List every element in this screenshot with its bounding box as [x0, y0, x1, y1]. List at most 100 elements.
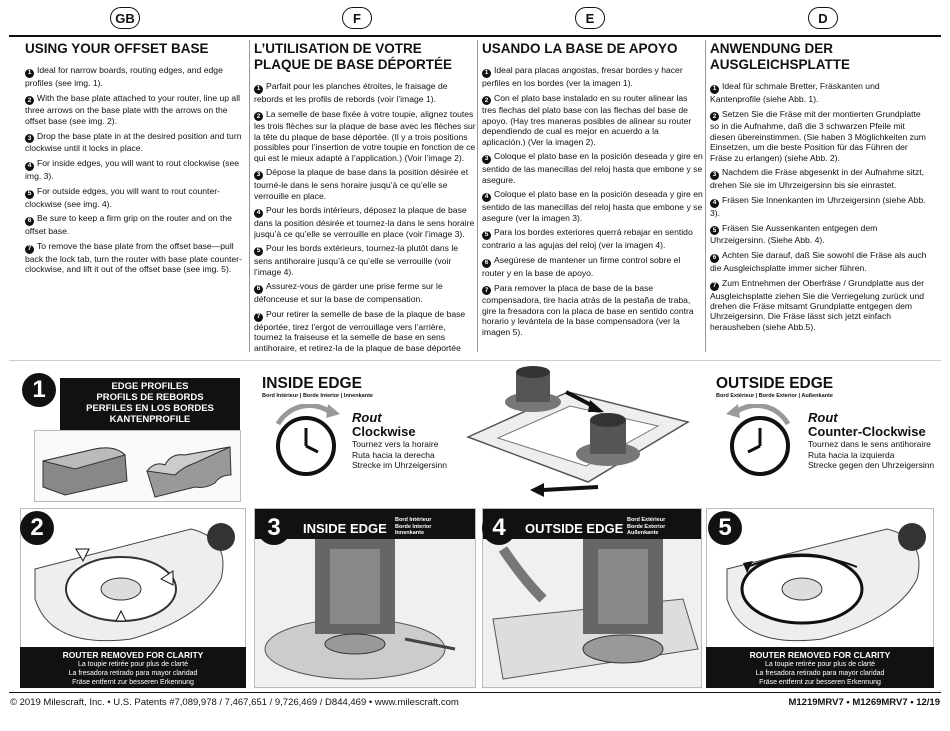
figure-number-5: 5 — [708, 511, 742, 545]
profile-label: PROFILS DE REBORDS — [96, 392, 204, 403]
lang-badge-gb: GB — [110, 7, 140, 29]
step-number-icon: 2 — [254, 112, 263, 122]
step-number-icon: 7 — [710, 281, 719, 291]
lang-badge-d: D — [808, 7, 838, 29]
step-3-subtitle: Bord Intérieur Borde Interior Innenkante — [395, 517, 431, 537]
direction-line: Ruta hacia la izquierda — [808, 449, 895, 460]
footer-rule — [9, 692, 941, 693]
step-number-icon: 1 — [25, 68, 34, 78]
step-number-icon: 5 — [710, 226, 719, 236]
direction-line: Strecke gegen den Uhrzeigersinn — [808, 460, 935, 470]
step-number-icon: 2 — [25, 96, 34, 106]
direction-line: Tournez vers la horaire — [352, 439, 439, 449]
direction-line: Strecke im Uhrzeigersinn — [352, 460, 447, 470]
footer-copyright: © 2019 Milescraft, Inc. • U.S. Patents #… — [10, 697, 459, 708]
caption-line: Fräse entfernt zur besseren Erkennung — [72, 679, 194, 686]
inside-direction: Clockwise — [352, 424, 416, 439]
paragraph-text: Setzen Sie die Fräse mit der montierten … — [710, 108, 926, 163]
paragraph-text: Achten Sie darauf, daß Sie sowohl die Fr… — [710, 250, 927, 273]
top-rule — [9, 35, 941, 37]
step-number-icon: 1 — [254, 84, 263, 94]
caption-line: La fresadora retirado para mayor clarida… — [755, 670, 885, 677]
paragraph-text: Con el plato base instalado en su router… — [482, 92, 692, 147]
paragraph-text: For outside edges, you will want to rout… — [25, 185, 220, 209]
paragraph-text: Asegúrese de mantener un firme control s… — [482, 255, 681, 278]
caption-main: ROUTER REMOVED FOR CLARITY — [749, 650, 891, 660]
column-title: USING YOUR OFFSET BASE — [25, 41, 209, 56]
step-number-icon: 4 — [710, 198, 719, 208]
paragraph-text: Para los bordes exteriores querrá rebaja… — [482, 227, 693, 251]
step-4-subtitle: Bord Extérieur Borde Exterior Außenkante — [627, 517, 665, 537]
step-number-icon: 5 — [25, 189, 34, 199]
counter-clockwise-icon — [726, 404, 791, 476]
profile-label: KANTENPROFILE — [109, 414, 191, 425]
profile-label: EDGE PROFILES — [111, 381, 189, 392]
paragraph-text: Ideal für schmale Bretter, Fräskanten un… — [710, 81, 880, 104]
step-3-illustration — [254, 508, 476, 688]
step-number-icon: 2 — [482, 96, 491, 106]
column-f: L’UTILISATION DE VOTRE PLAQUE DE BASE DÉ… — [254, 41, 476, 353]
footer-model-info: M1219MRV7 • M1269MRV7 • 12/19 — [788, 697, 940, 708]
caption-line: Fräse entfernt zur besseren Erkennung — [759, 679, 881, 686]
step-number-icon: 4 — [25, 161, 34, 171]
clockwise-icon — [275, 404, 340, 476]
sub-line: Bord Extérieur — [627, 517, 666, 523]
caption-line: La toupie retirée pour plus de clarté — [77, 661, 189, 668]
profile-label: PERFILES EN LOS BORDES — [86, 403, 214, 414]
paragraph-text: Fräsen Sie Aussenkanten entgegen dem Uhr… — [710, 222, 878, 246]
paragraph-text: To remove the base plate from the offset… — [25, 241, 242, 275]
sub-line: Bord Intérieur — [395, 517, 432, 523]
section-divider — [9, 360, 941, 361]
step-3-title: INSIDE EDGE — [303, 521, 387, 536]
router-frame-illustration — [466, 366, 690, 497]
sub-line: Innenkante — [395, 530, 425, 536]
step-number-icon: 1 — [710, 84, 719, 94]
step-number-icon: 3 — [482, 155, 491, 165]
step-number-icon: 5 — [254, 247, 263, 257]
step-number-icon: 7 — [25, 244, 34, 254]
outside-direction-translations: Tournez dans le sens antihoraire Ruta ha… — [808, 439, 934, 471]
paragraph-text: Ideal for narrow boards, routing edges, … — [25, 65, 223, 88]
step-number-icon: 2 — [710, 112, 719, 122]
outside-edge-subtitle: Bord Extérieur | Borde Exterior | Außenk… — [716, 393, 833, 399]
column-title: ANWENDUNG DER AUSGLEICHSPLATTE — [710, 41, 851, 72]
outside-edge-title: OUTSIDE EDGE — [716, 375, 834, 392]
offset-base-drawing — [34, 523, 235, 642]
edge-profiles-label: EDGE PROFILES PROFILS DE REBORDS PERFILE… — [60, 378, 240, 430]
step-number-icon: 6 — [25, 217, 34, 227]
paragraph-text: With the base plate attached to your rou… — [25, 92, 241, 126]
paragraph-text: Coloque el plato base en la posición des… — [482, 151, 703, 185]
edge-profile-shapes — [42, 446, 232, 498]
paragraph-text: Coloque el plato base en la posición des… — [482, 189, 703, 223]
sub-line: Borde Exterior — [627, 523, 666, 530]
paragraph-text: Assurez-vous de garder une prise ferme s… — [254, 281, 443, 305]
column-divider — [477, 40, 478, 352]
base-removal-drawing — [726, 523, 926, 642]
paragraph-text: For inside edges, you will want to rout … — [25, 158, 240, 181]
step-number-icon: 5 — [482, 231, 491, 241]
paragraph-text: Parfait pour les planches étroites, le f… — [254, 81, 448, 104]
column-title: L’UTILISATION DE VOTRE PLAQUE DE BASE DÉ… — [254, 41, 453, 72]
paragraph-text: Nachdem die Fräse abgesenkt in der Aufna… — [710, 167, 925, 191]
paragraph-text: Fräsen Sie Innenkanten im Uhrzeigersinn … — [710, 195, 926, 218]
outside-rout-label: Rout — [808, 410, 838, 425]
